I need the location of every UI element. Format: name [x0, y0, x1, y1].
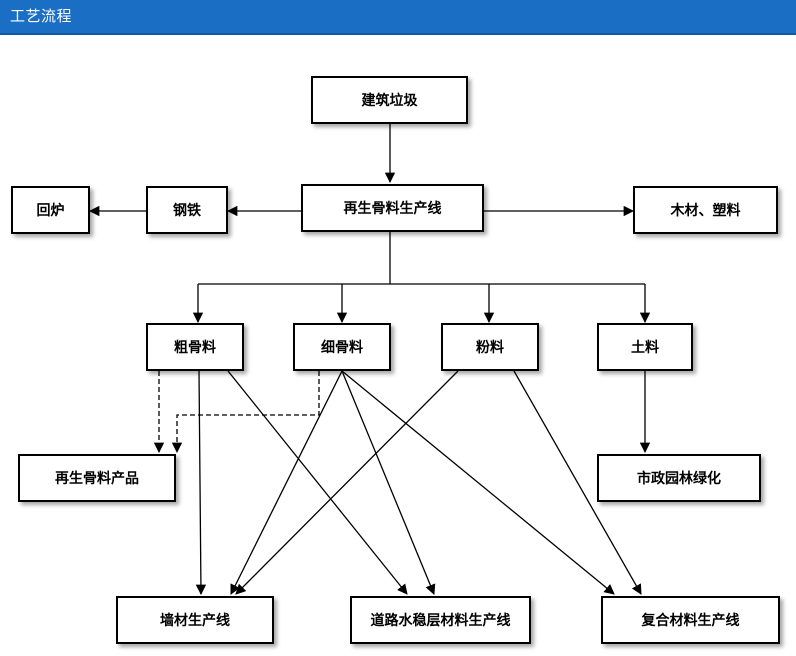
node-soil: 土料: [597, 323, 693, 371]
node-composite-line: 复合材料生产线: [601, 596, 780, 644]
edge-coarse-to-road: [227, 370, 408, 595]
edge-fine-to-products: [171, 371, 320, 454]
edge-fine-to-composite: [341, 370, 615, 595]
node-furnace: 回炉: [11, 186, 90, 234]
node-recycled-aggregate-line: 再生骨料生产线: [301, 184, 484, 232]
edge-fine-to-wall: [230, 370, 343, 595]
header-divider: [0, 33, 796, 35]
node-steel: 钢铁: [146, 186, 228, 234]
edge-fine-to-road: [341, 370, 436, 595]
node-wall-line: 墙材生产线: [116, 596, 274, 644]
node-fine-aggregate: 细骨料: [293, 323, 391, 371]
page-header: 工艺流程: [0, 0, 796, 33]
node-construction-waste: 建筑垃圾: [311, 76, 468, 124]
header-title: 工艺流程: [10, 7, 73, 25]
node-recycled-products: 再生骨料产品: [18, 454, 176, 502]
node-landscaping: 市政园林绿化: [597, 454, 761, 502]
node-road-line: 道路水稳层材料生产线: [350, 596, 531, 644]
edge-powder-to-wall: [235, 370, 459, 595]
edge-powder-to-composite: [513, 370, 642, 595]
edge-coarse-to-wall: [195, 370, 207, 596]
node-wood-plastic: 木材、塑料: [633, 186, 778, 234]
node-powder: 粉料: [441, 323, 539, 371]
node-coarse-aggregate: 粗骨料: [146, 323, 244, 371]
